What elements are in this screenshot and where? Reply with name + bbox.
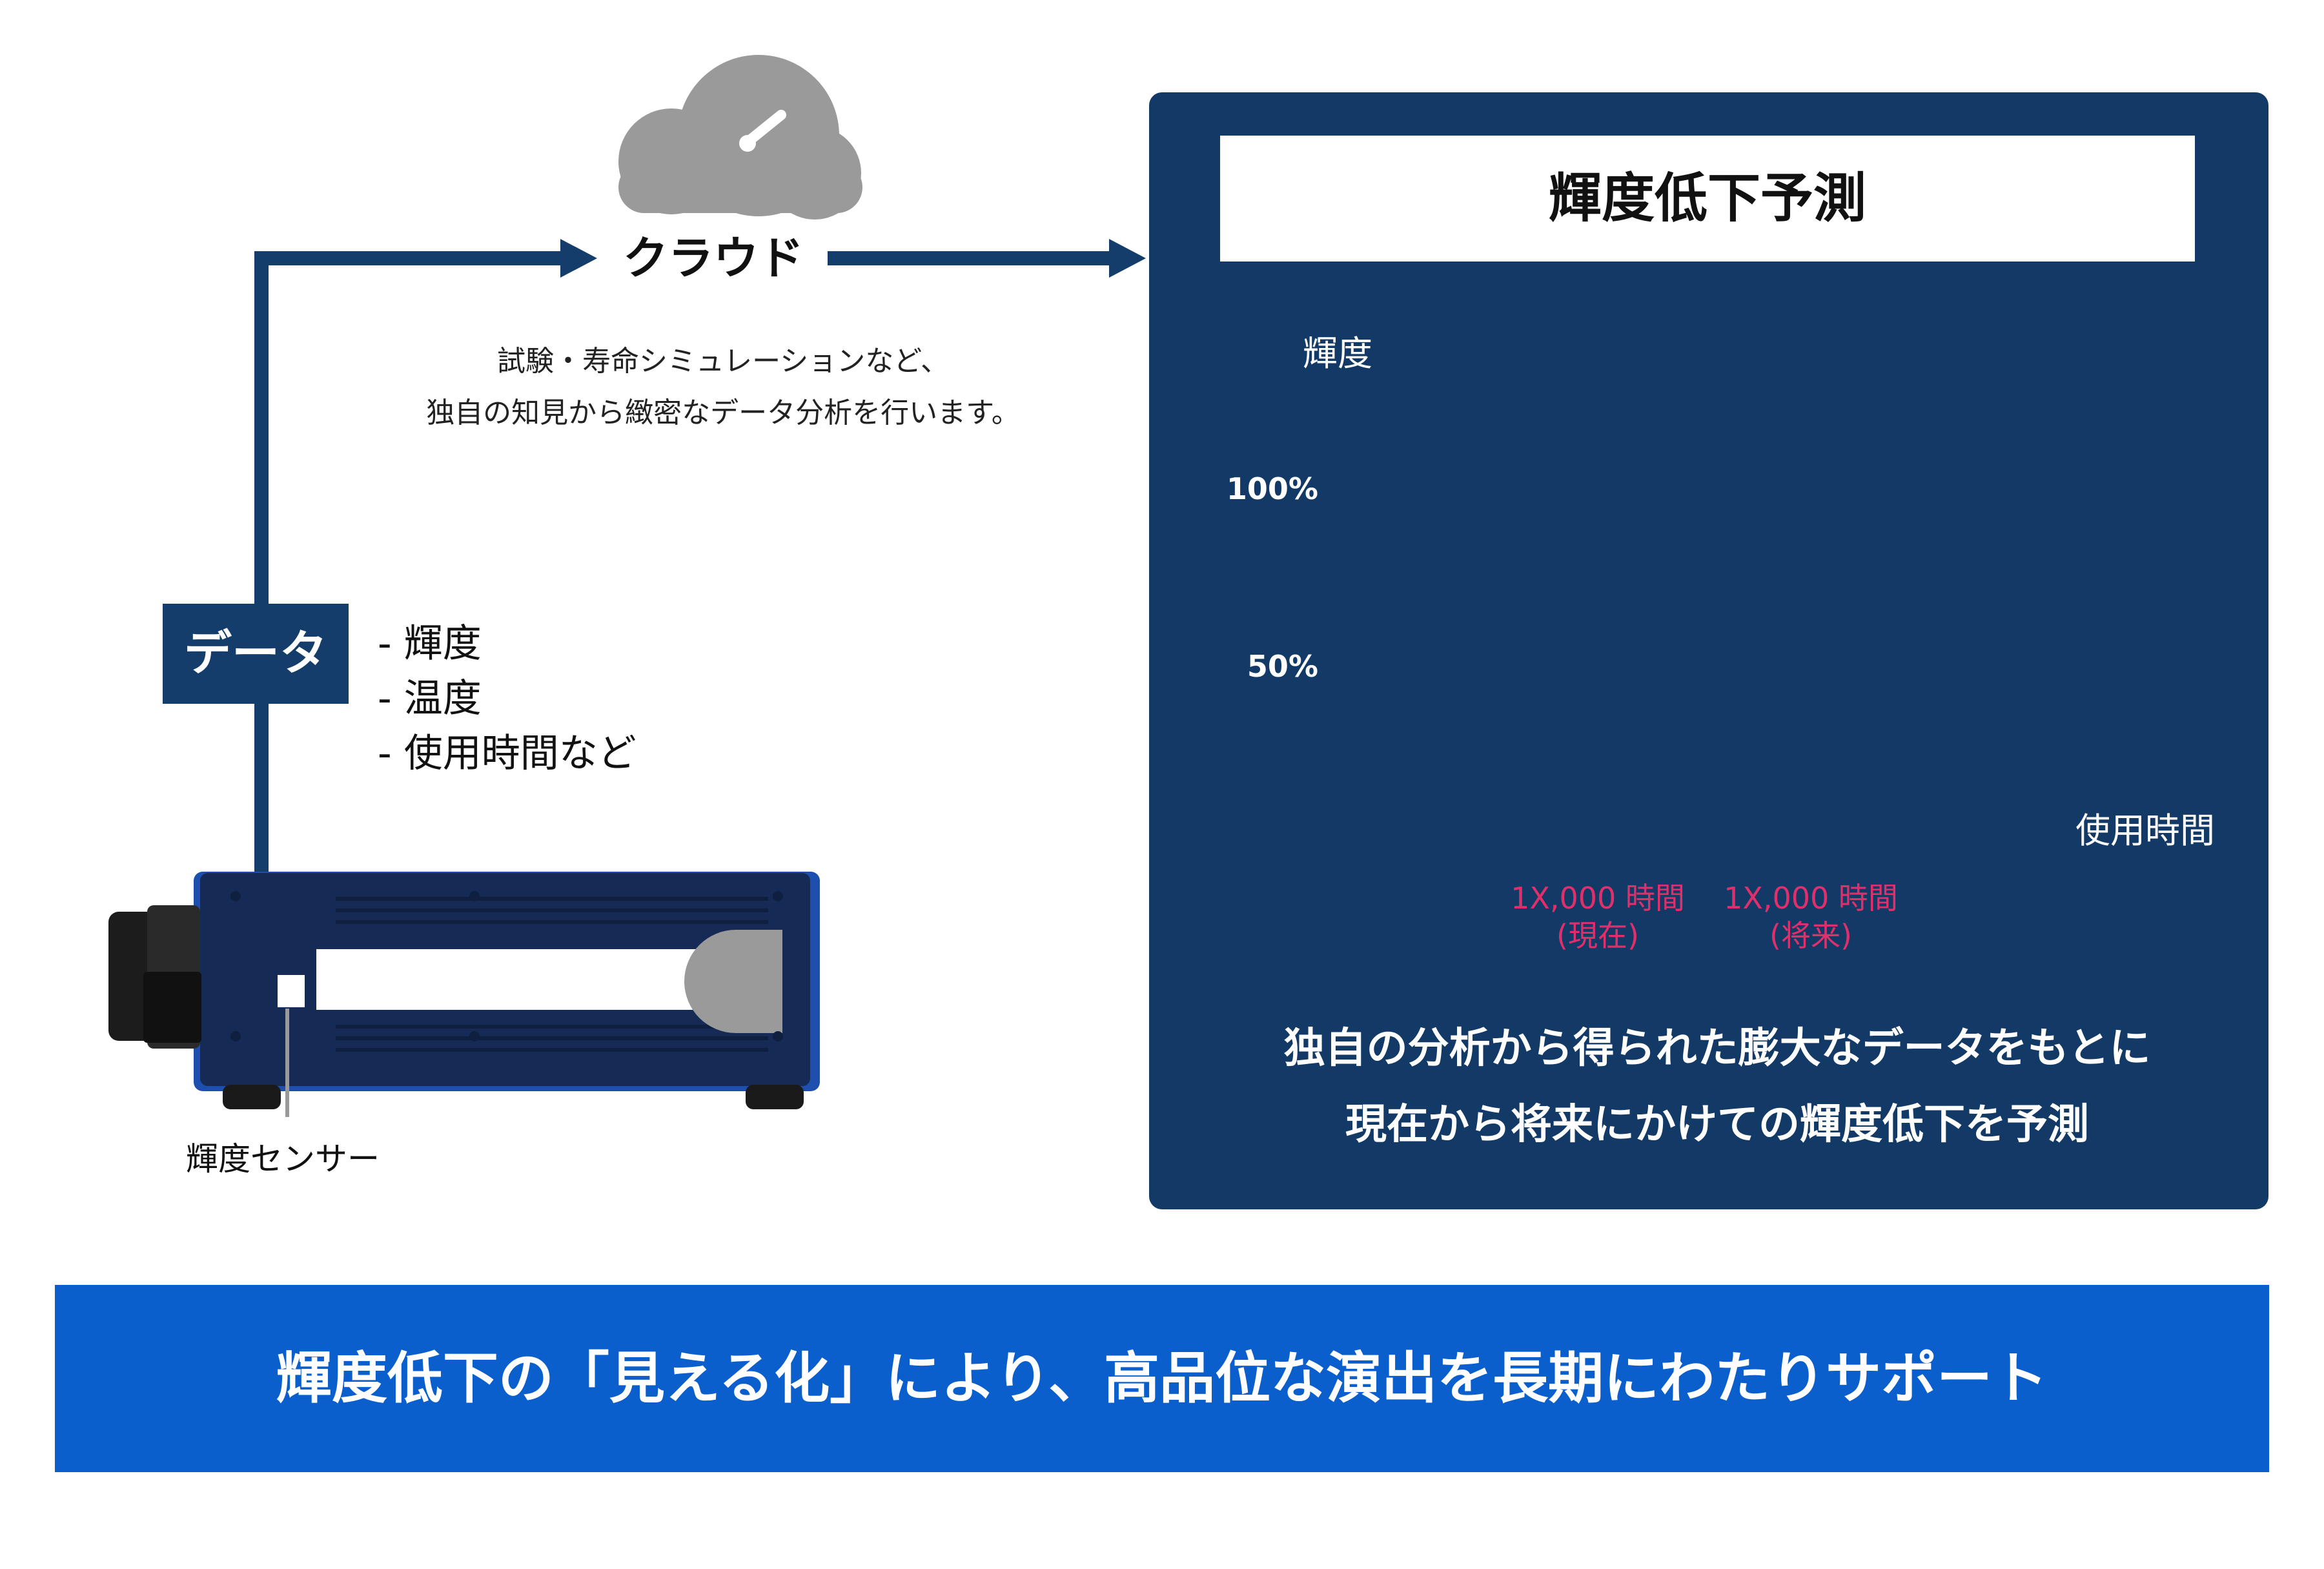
cloud-icon <box>618 55 862 220</box>
data-box: データ <box>163 604 349 704</box>
tick-label-50: 50% <box>1247 649 1318 684</box>
data-item-usage-time: - 使用時間など <box>378 731 637 776</box>
panel-caption-line-2: 現在から将来にかけての輝度低下を予測 <box>1345 1101 2089 1149</box>
panel-caption: 独自の分析から得られた膨大なデータをもとに 現在から将来にかけての輝度低下を予測 <box>1181 1010 2253 1163</box>
marker-label-current-line-1: 1X,000 時間 <box>1511 881 1685 916</box>
cloud-label: クラウド <box>623 232 804 285</box>
tick-label-100: 100% <box>1226 471 1318 506</box>
cloud-description: 試験・寿命シミュレーションなど、 独自の知見から緻密なデータ分析を行います。 <box>362 336 1085 439</box>
sensor-label: 輝度センサー <box>186 1140 380 1178</box>
bottom-banner: 輝度低下の「見える化」により、高品位な演出を長期にわたりサポート <box>55 1285 2269 1472</box>
projector-illustration <box>108 872 820 1117</box>
marker-label-current: 1X,000 時間 (現在) <box>1482 879 1714 954</box>
panel-title: 輝度低下予測 <box>1220 136 2195 262</box>
cloud-description-line-1: 試験・寿命シミュレーションなど、 <box>496 345 950 378</box>
marker-label-current-line-2: (現在) <box>1556 918 1639 953</box>
data-item-temperature: - 温度 <box>378 676 482 721</box>
data-item-luminance: - 輝度 <box>378 621 482 666</box>
arrow-to-panel <box>1109 239 1146 278</box>
cloud-description-line-2: 独自の知見から緻密なデータ分析を行います。 <box>426 396 1020 429</box>
x-axis-label: 使用時間 <box>2075 810 2215 851</box>
marker-label-future-line-1: 1X,000 時間 <box>1724 881 1898 916</box>
y-axis-label: 輝度 <box>1303 333 1372 374</box>
data-items-list: - 輝度 - 温度 - 使用時間など <box>378 617 637 781</box>
prediction-panel <box>1149 92 2268 1209</box>
panel-caption-line-1: 独自の分析から得られた膨大なデータをもとに <box>1283 1025 2151 1072</box>
marker-label-future: 1X,000 時間 (将来) <box>1695 879 1927 954</box>
arrow-to-cloud <box>560 239 597 278</box>
marker-label-future-line-2: (将来) <box>1769 918 1852 953</box>
